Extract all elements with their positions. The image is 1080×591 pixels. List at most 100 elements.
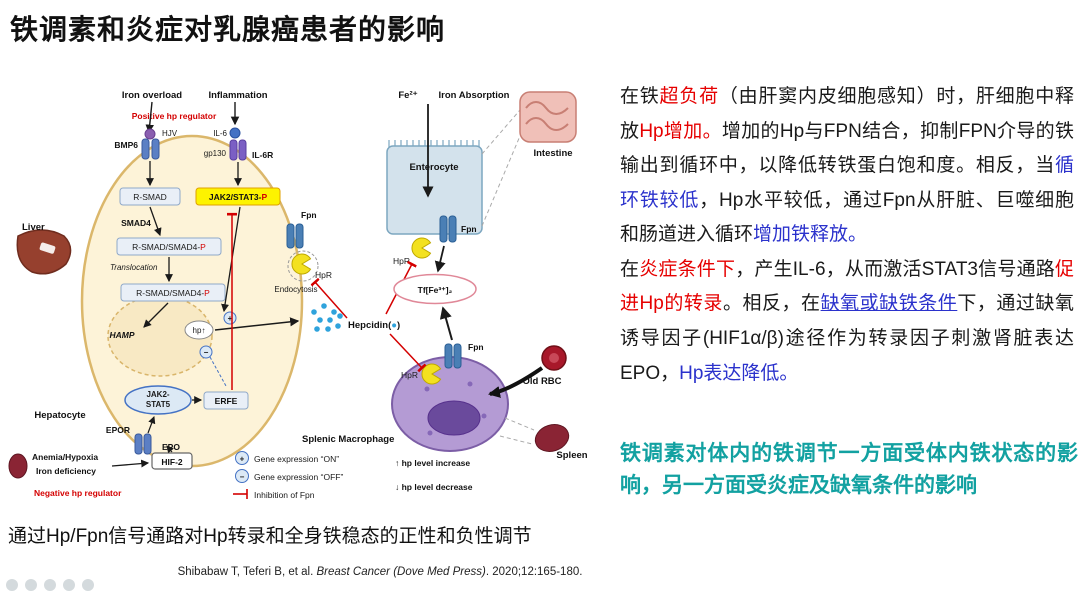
smad-complex-box — [116, 237, 222, 256]
erfe-box — [203, 391, 249, 410]
intestine-fold-icon — [525, 117, 569, 131]
footer-dot — [25, 579, 37, 591]
receptor-icon — [141, 138, 150, 160]
smad-complex-nuclear-label: R-SMAD/SMAD4-P — [136, 288, 210, 298]
legend-hp-up-label: ↑ hp level increase — [395, 458, 470, 468]
intestine-icon — [519, 91, 577, 143]
footer-dot — [6, 579, 18, 591]
hpr-label: HpR — [401, 370, 418, 380]
arrow — [145, 101, 154, 134]
negative-regulator-label: Negative hp regulator — [34, 488, 122, 498]
spleen-label: Spleen — [556, 450, 587, 461]
jak2-label: JAK2- — [146, 390, 169, 399]
smad-complex-box-nuclear — [120, 283, 226, 302]
epor-label: EPOR — [106, 425, 130, 435]
footer-dot — [63, 579, 75, 591]
hpr-pacman-icon — [291, 253, 311, 275]
arrow — [214, 317, 300, 331]
legend-off-label: Gene expression “OFF” — [254, 472, 343, 482]
footer-dot — [44, 579, 56, 591]
text-segment: 缺氧或缺铁条件 — [820, 293, 958, 315]
hepcidin-paren: ) — [397, 320, 400, 331]
inflammation-label: Inflammation — [208, 90, 267, 101]
gene-off-icon — [199, 345, 213, 359]
inhibition-line — [389, 333, 427, 373]
arrow — [439, 306, 453, 341]
enterocyte-cell — [386, 145, 483, 235]
receptor-icon — [151, 138, 160, 160]
legend-minus: − — [240, 473, 245, 482]
legend-on-label: Gene expression “ON” — [254, 454, 339, 464]
text-segment: 在 — [620, 258, 640, 280]
hepatocyte-label: Hepatocyte — [34, 410, 85, 421]
arrow — [166, 445, 174, 454]
positive-regulator-label: Positive hp regulator — [132, 111, 217, 121]
transferrin-label: Tf[Fe³⁺]₂ — [418, 285, 453, 295]
smad-complex-text: R-SMAD/SMAD4- — [132, 242, 200, 252]
legend-on-icon — [235, 451, 249, 465]
text-segment: ，Hp水平较低，通过Fpn从肝脏、巨噬细胞和肠道进入循环 — [620, 189, 1074, 246]
endocytosis-label: Endocytosis — [274, 285, 317, 294]
citation: Shibabaw T, Teferi B, et al. Breast Canc… — [110, 566, 650, 578]
text-segment: （由肝窦内皮细胞感知）时，肝细胞中释放 — [620, 86, 1074, 142]
hpr-label: HpR — [315, 270, 332, 280]
jak2-stat5-oval — [124, 385, 192, 415]
jak2-stat3-label: JAK2/STAT3-P — [209, 192, 268, 202]
dashed-link — [504, 417, 535, 431]
macrophage-nucleus — [427, 400, 481, 436]
smad4-label: SMAD4 — [121, 218, 151, 228]
fe2-label: Fe²⁺ — [398, 90, 417, 101]
dashed-link — [481, 109, 521, 155]
hepcidin-label: Hepcidin(●) — [348, 320, 400, 331]
fpn-label: Fpn — [468, 342, 484, 352]
inhibition-line — [310, 277, 348, 319]
legend-off-icon — [235, 469, 249, 483]
fpn-channel-icon — [448, 215, 457, 243]
receptor-icon — [238, 139, 247, 161]
text-segment: 增加的Hp与FPN结合，抑制FPN介导的铁输出到循环中，以降低转铁蛋白饱和度。相… — [620, 120, 1074, 177]
liver-icon — [16, 229, 72, 275]
stat5-label: STAT5 — [146, 400, 171, 409]
phospho-p: P — [261, 192, 267, 202]
macrophage-granules — [424, 381, 487, 436]
iron-deficiency-label: Iron deficiency — [36, 466, 96, 476]
dashed-link — [209, 356, 227, 387]
rbc-center-icon — [549, 353, 559, 363]
transferrin-oval — [393, 273, 477, 305]
rbc-to-macrophage-arrow — [488, 366, 544, 398]
footer-dot — [82, 579, 94, 591]
legend-inhibition-label: Inhibition of Fpn — [254, 490, 315, 500]
text-segment: 超负荷 — [659, 86, 719, 107]
il6-icon — [229, 127, 241, 139]
text-segment: 循环铁较低 — [620, 155, 1074, 211]
dashed-link — [481, 135, 521, 227]
hif2-label: HIF-2 — [161, 457, 183, 467]
text-segment: 增加铁释放。 — [753, 224, 868, 246]
pathway-svg: Liver Iron overload Inflammation Positiv… — [8, 90, 588, 500]
arrow — [149, 206, 162, 237]
slide-footer-dots — [6, 579, 94, 591]
phospho-p: P — [200, 242, 206, 252]
translocation-label: Translocation — [110, 263, 158, 272]
epor-receptor-icon — [134, 433, 143, 455]
arrow — [111, 459, 150, 468]
citation-details: . 2020;12:165-180. — [485, 566, 583, 578]
text-segment: 。相反，在 — [722, 293, 821, 315]
erfe-label: ERFE — [215, 396, 238, 406]
text-segment: 促进Hp的转录 — [620, 258, 1074, 315]
hjv-label: HJV — [162, 129, 178, 138]
plus-sign: + — [228, 314, 233, 323]
paragraph-iron-status: 在铁超负荷（由肝窦内皮细胞感知）时，肝细胞中释放Hp增加。增加的Hp与FPN结合… — [620, 80, 1074, 253]
text-segment: ，产生IL-6，从而激活STAT3信号通路 — [735, 258, 1055, 280]
hepcidin-dot: ● — [391, 320, 397, 331]
arrow — [143, 302, 169, 328]
fpn-channel-icon — [439, 215, 448, 243]
citation-journal: Breast Cancer (Dove Med Press) — [316, 566, 486, 578]
text-segment: Hp增加。 — [639, 120, 722, 142]
pathway-figure: Liver Iron overload Inflammation Positiv… — [2, 86, 614, 518]
paragraph-inflammation: 在炎症条件下，产生IL-6，从而激活STAT3信号通路促进Hp的转录。相反，在缺… — [620, 253, 1074, 391]
il6-label: IL-6 — [213, 129, 227, 138]
gp130-label: gp130 — [204, 149, 227, 158]
iron-overload-label: Iron overload — [122, 90, 182, 101]
legend-plus: + — [240, 455, 245, 464]
